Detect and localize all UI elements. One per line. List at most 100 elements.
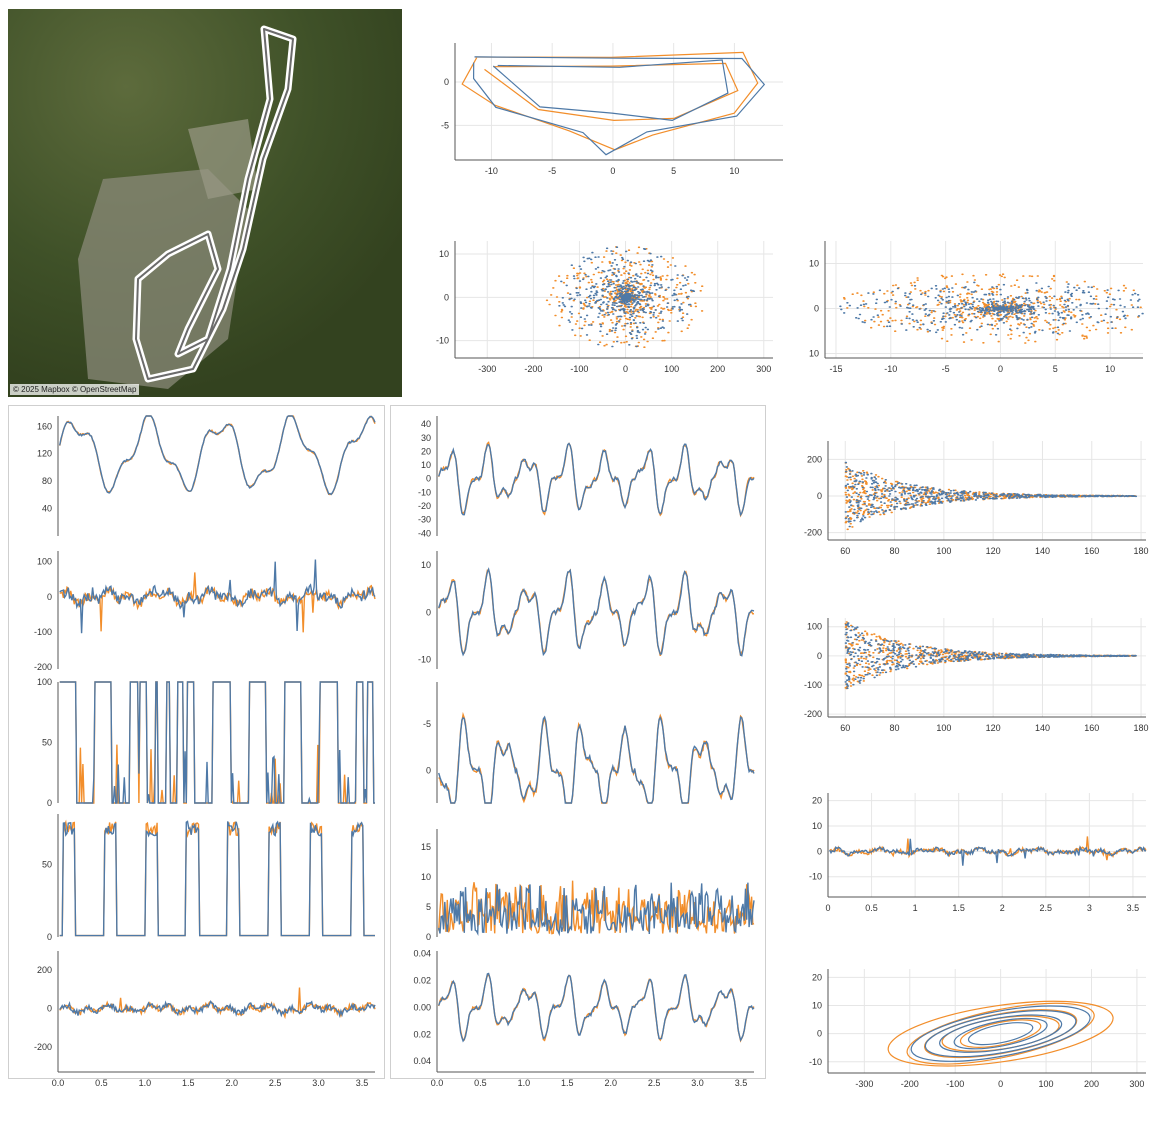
y-tick-label: -30 — [418, 515, 431, 525]
x-tick-label: 2.0 — [604, 1078, 617, 1088]
chart-11: -50 — [423, 682, 755, 804]
x-tick-label: -15 — [829, 364, 842, 374]
series-line-a — [438, 882, 755, 937]
series-ellipse-b — [959, 1019, 1042, 1048]
y-tick-label: -10 — [809, 872, 822, 882]
y-tick-label: 10 — [421, 560, 431, 570]
x-tick-label: 2.5 — [648, 1078, 661, 1088]
x-tick-label: 140 — [1035, 546, 1050, 556]
series-line-b — [59, 415, 376, 496]
x-tick-label: 180 — [1134, 723, 1149, 733]
y-tick-label: 100 — [37, 557, 52, 567]
series-line-b — [438, 880, 755, 935]
x-tick-label: 0 — [610, 166, 615, 176]
y-tick-label: 10 — [421, 460, 431, 470]
y-tick-label: 0.04 — [413, 949, 431, 959]
y-tick-label: -100 — [804, 680, 822, 690]
x-tick-label: 1.5 — [182, 1078, 195, 1088]
x-tick-label: 100 — [936, 546, 951, 556]
series-line-a — [59, 1000, 376, 1018]
x-tick-label: 1.0 — [518, 1078, 531, 1088]
y-tick-label: 0 — [426, 474, 431, 484]
y-tick-label: -10 — [436, 336, 449, 346]
y-tick-label: 50 — [42, 860, 52, 870]
y-tick-label: 5 — [426, 902, 431, 912]
y-tick-label: 100 — [37, 677, 52, 687]
y-tick-label: 0 — [47, 932, 52, 942]
x-tick-label: 0.5 — [474, 1078, 487, 1088]
x-tick-label: 1.0 — [139, 1078, 152, 1088]
series-line-a — [438, 567, 755, 657]
series-scatter-a — [844, 461, 1138, 528]
x-tick-label: 3.0 — [691, 1078, 704, 1088]
x-tick-label: 100 — [664, 364, 679, 374]
y-tick-label: 10 — [812, 1001, 822, 1011]
x-tick-label: 3 — [1087, 903, 1092, 913]
x-tick-label: 180 — [1134, 546, 1149, 556]
y-tick-label: 0 — [47, 1004, 52, 1014]
x-tick-label: -200 — [524, 364, 542, 374]
series-ellipse-a — [924, 1010, 1077, 1058]
y-tick-label: 20 — [812, 972, 822, 982]
y-tick-label: 0 — [47, 798, 52, 808]
series-line-b — [59, 572, 376, 633]
x-tick-label: 0.0 — [52, 1078, 65, 1088]
x-tick-label: 160 — [1084, 546, 1099, 556]
x-tick-label: 300 — [756, 364, 771, 374]
y-tick-label: -40 — [418, 528, 431, 538]
series-line-a — [438, 715, 755, 804]
y-tick-label: 0 — [426, 765, 431, 775]
y-tick-label: 0 — [814, 304, 819, 314]
series-line-b — [59, 819, 375, 937]
x-tick-label: 300 — [1129, 1079, 1144, 1089]
series-loop-a — [492, 59, 729, 122]
y-tick-label: 100 — [807, 622, 822, 632]
y-tick-label: 0 — [426, 932, 431, 942]
x-tick-label: 0 — [998, 1079, 1003, 1089]
map-attribution: © 2025 Mapbox © OpenStreetMap — [10, 384, 140, 395]
chart-13: 0 50 — [42, 814, 375, 942]
x-tick-label: -10 — [884, 364, 897, 374]
x-tick-label: 0 — [825, 903, 830, 913]
x-tick-label: 1 — [913, 903, 918, 913]
x-tick-label: 100 — [1039, 1079, 1054, 1089]
axes: 0 50 — [42, 814, 59, 942]
y-tick-label: 160 — [37, 421, 52, 431]
x-tick-label: 80 — [890, 546, 900, 556]
x-tick-label: 10 — [729, 166, 739, 176]
series-ellipse-b — [906, 1002, 1095, 1065]
y-tick-label: 0 — [817, 846, 822, 856]
y-tick-label: -100 — [34, 627, 52, 637]
x-tick-label: 200 — [710, 364, 725, 374]
series-ellipse-a — [939, 1014, 1063, 1053]
x-tick-label: 2 — [1000, 903, 1005, 913]
series-ellipse-b — [887, 1000, 1114, 1067]
x-tick-label: 1.5 — [561, 1078, 574, 1088]
series-loop-b — [461, 51, 759, 151]
y-tick-label: -10 — [418, 655, 431, 665]
series-ellipse-a — [967, 1022, 1034, 1046]
series-scatter-a — [844, 622, 1137, 689]
x-tick-label: -5 — [548, 166, 556, 176]
x-tick-label: 5 — [671, 166, 676, 176]
y-tick-label: -200 — [804, 709, 822, 719]
series-line-b — [59, 681, 375, 804]
y-tick-label: 30 — [421, 433, 431, 443]
y-tick-label: 0 — [47, 592, 52, 602]
y-tick-label: 0.02 — [413, 1029, 431, 1039]
x-tick-label: 140 — [1035, 723, 1050, 733]
track-map[interactable]: © 2025 Mapbox © OpenStreetMap — [8, 9, 402, 397]
y-tick-label: 10 — [809, 259, 819, 269]
y-tick-label: 0.00 — [413, 1002, 431, 1012]
